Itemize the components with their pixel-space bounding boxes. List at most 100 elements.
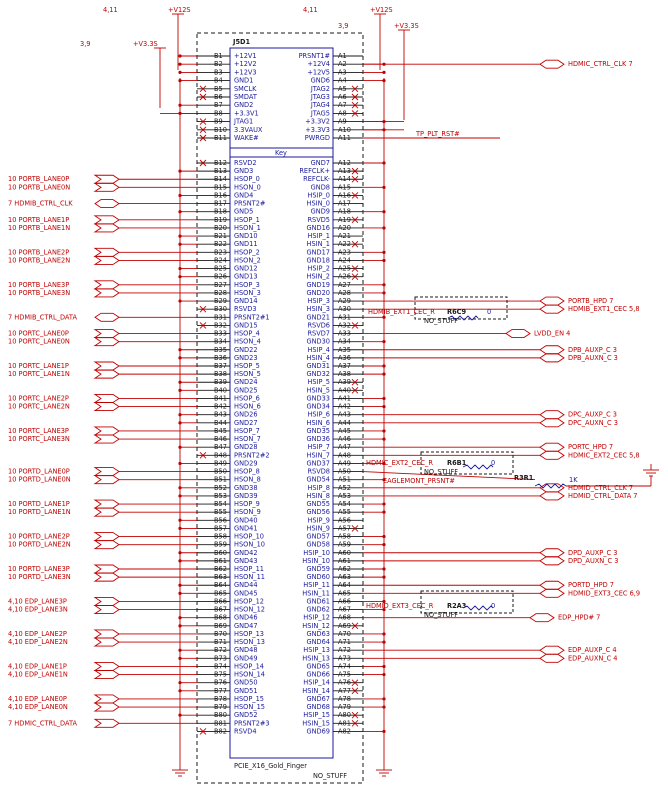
net-label: 4,10 EDP_LANE1N <box>8 671 68 679</box>
net-label: 10 PORTD_LANE3P <box>8 565 70 573</box>
resistor-r6b1: HDMIC_EXT2_CEC_R R6B1 0 NO_STUFF <box>366 451 514 476</box>
net-hdmic-ext2-cec: HDMIC_EXT2_CEC 5,8 <box>363 450 640 460</box>
pin-name: HSON_14 <box>234 671 265 679</box>
net-portc-lane3p: 10 PORTC_LANE3P <box>8 426 197 436</box>
pin-name: HSIP_1 <box>307 232 330 240</box>
pin-name: GND46 <box>234 614 258 622</box>
pin-name: HSIN_9 <box>306 524 330 532</box>
pin-name: HSON_2 <box>234 256 261 264</box>
pin-name: HSIP_14 <box>303 679 330 687</box>
pin-A13: REFCLK+A13 <box>299 167 363 175</box>
pin-name: GND68 <box>306 703 330 711</box>
pin-name: HSIN_12 <box>302 622 330 630</box>
net-hdmic-ctrl-data: 7 HDMIC_CTRL_DATA <box>8 718 197 728</box>
svg-text:R2A3: R2A3 <box>447 602 467 610</box>
net-portd-lane0p: 10 PORTD_LANE0P <box>8 467 197 477</box>
net-label: PORTD_HPD 7 <box>568 581 614 589</box>
net-portd-lane2n: 10 PORTD_LANE2N <box>8 540 197 550</box>
net-dpd-auxn-c: DPD_AUXN_C 3 <box>363 556 618 566</box>
pin-name: WAKE# <box>234 134 259 142</box>
pin-name: HSOP_8 <box>234 468 260 476</box>
pin-name: GND63 <box>306 630 330 638</box>
net-label: 4,10 EDP_LANE0N <box>8 703 68 711</box>
pin-name: HSON_15 <box>234 703 265 711</box>
right-nets-group: HDMIC_CTRL_CLK 7TP_PLT_RST#PORTB_HPD 7HD… <box>160 59 640 663</box>
net-label: TP_PLT_RST# <box>415 130 460 138</box>
net-portc-hpd: PORTC_HPD 7 <box>363 442 613 452</box>
pin-name: +12V4 <box>307 60 330 68</box>
key-label: Key <box>275 149 287 157</box>
net-portc-lane0p: 10 PORTC_LANE0P <box>8 329 197 338</box>
pin-name: HSIP_3 <box>307 297 330 305</box>
net-edp-lane0n: 4,10 EDP_LANE0N <box>8 702 197 712</box>
pin-name: SMCLK <box>234 85 257 93</box>
pin-name: PWRGD <box>305 134 330 142</box>
power-rails <box>154 13 410 770</box>
pin-name: GND8 <box>311 183 330 191</box>
pin-name: PRSNT2# <box>234 200 266 208</box>
pin-name: HSIN_5 <box>306 386 330 394</box>
pin-name: REFCLK- <box>303 175 330 183</box>
a-side-page-label: 4,11 <box>303 6 318 14</box>
pin-name: HSIP_2 <box>307 265 330 273</box>
net-edp-lane3p: 4,10 EDP_LANE3P <box>8 597 197 606</box>
net-label: 10 PORTD_LANE0N <box>8 476 71 484</box>
pin-B3: B3+12V3 <box>178 68 257 76</box>
pin-name: HSIP_10 <box>303 549 330 557</box>
net-label: 10 PORTC_LANE3N <box>8 435 70 443</box>
pin-name: GND1 <box>234 77 253 85</box>
pin-name: GND15 <box>234 321 258 329</box>
pin-name: HSIN_2 <box>306 273 330 281</box>
net-label: HDMIC_EXT2_CEC 5,8 <box>568 451 640 459</box>
svg-text:NO_STUFF: NO_STUFF <box>424 468 458 476</box>
net-label: 10 PORTC_LANE2N <box>8 403 70 411</box>
net-label: 10 PORTB_LANE3N <box>8 289 70 297</box>
net-label: 10 PORTC_LANE2P <box>8 394 69 402</box>
net-portd-lane2p: 10 PORTD_LANE2P <box>8 532 197 541</box>
pin-name: GND59 <box>306 565 330 573</box>
pin-name: GND40 <box>234 516 258 524</box>
connector-outline <box>196 32 364 784</box>
net-portb-lane3p: 10 PORTB_LANE3P <box>8 280 197 290</box>
pin-name: HSON_1 <box>234 224 261 232</box>
pin-name: GND65 <box>306 662 330 670</box>
net-label: LVDD_EN 4 <box>534 330 570 338</box>
pin-name: HSIN_1 <box>306 240 330 248</box>
pin-name: PRSNT2#3 <box>234 719 270 727</box>
pin-name: HSIP_11 <box>303 581 330 589</box>
net-label: DPD_AUXN_C 3 <box>568 557 618 565</box>
pin-name: GND30 <box>306 338 330 346</box>
net-label: 10 PORTB_LANE2P <box>8 248 69 256</box>
wire-a50 <box>362 471 536 481</box>
pin-name: +3.3V3 <box>305 126 330 134</box>
pin-name: HSIN_3 <box>306 305 330 313</box>
net-label: DPB_AUXP_C 3 <box>568 346 617 354</box>
resistor-r6c9: HDMIB_EXT1_CEC_R R6C9 0 NO_STUFF <box>368 296 508 325</box>
